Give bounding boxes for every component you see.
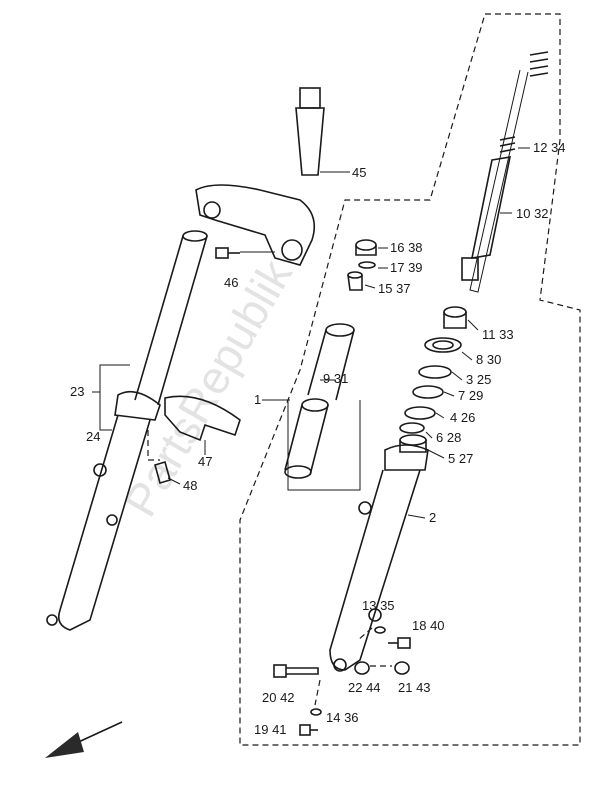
label-7-29: 7 29: [458, 388, 483, 403]
fork-tube-section-part: [284, 398, 329, 479]
axle-bolt-part: [273, 664, 319, 678]
o-ring-part: [358, 261, 376, 269]
label-22-44: 22 44: [348, 680, 381, 695]
bolt-48-part: [154, 460, 171, 485]
damper-rod-part: [461, 136, 516, 281]
dust-seal-part: [404, 406, 436, 420]
inner-tube-part: [307, 323, 355, 401]
label-19-41: 19 41: [254, 722, 287, 737]
label-16-38: 16 38: [390, 240, 423, 255]
outer-tube-part: [329, 444, 429, 672]
label-15-37: 15 37: [378, 281, 411, 296]
left-fork-assembly-part: [46, 230, 208, 631]
washer-part: [418, 365, 452, 379]
label-12-34: 12 34: [533, 140, 566, 155]
slider-bush-part: [399, 434, 427, 453]
label-2: 2: [429, 510, 436, 525]
steering-stem-part: [195, 87, 325, 266]
spacer-part: [347, 271, 363, 291]
label-4-26: 4 26: [450, 410, 475, 425]
label-47: 47: [198, 454, 212, 469]
label-13-35: 13 35: [362, 598, 395, 613]
label-9-31: 9 31: [323, 371, 348, 386]
retaining-clip-part: [412, 385, 444, 399]
seal-spacer-part: [399, 422, 425, 434]
label-10-32: 10 32: [516, 206, 549, 221]
label-3-25: 3 25: [466, 372, 491, 387]
nut-22-part: [354, 661, 370, 675]
label-5-27: 5 27: [448, 451, 473, 466]
label-17-39: 17 39: [390, 260, 423, 275]
label-24: 24: [86, 429, 100, 444]
fork-spring-part: [529, 51, 549, 77]
label-1: 1: [254, 392, 261, 407]
front-direction-arrow-icon: [45, 721, 123, 758]
watermark: PartsRepublik: [114, 250, 303, 525]
o-ring-13-part: [374, 626, 386, 634]
label-46: 46: [224, 275, 238, 290]
bolt-46-part: [215, 247, 240, 259]
cap-bolt-part: [355, 239, 377, 256]
slide-bush-part: [443, 306, 467, 329]
washer-14-part: [310, 708, 322, 716]
label-8-30: 8 30: [476, 352, 501, 367]
label-48: 48: [183, 478, 197, 493]
screw-19-part: [299, 724, 318, 736]
label-14-36: 14 36: [326, 710, 359, 725]
exploded-group-outline: [239, 13, 581, 746]
label-11-33: 11 33: [482, 327, 514, 342]
nut-21-part: [394, 661, 410, 675]
fork-bracket-part: [164, 395, 241, 442]
label-21-43: 21 43: [398, 680, 431, 695]
drain-bolt-part: [388, 637, 411, 649]
label-23: 23: [70, 384, 84, 399]
label-45: 45: [352, 165, 366, 180]
label-20-42: 20 42: [262, 690, 295, 705]
label-18-40: 18 40: [412, 618, 445, 633]
oil-seal-part: [424, 337, 462, 353]
label-6-28: 6 28: [436, 430, 461, 445]
